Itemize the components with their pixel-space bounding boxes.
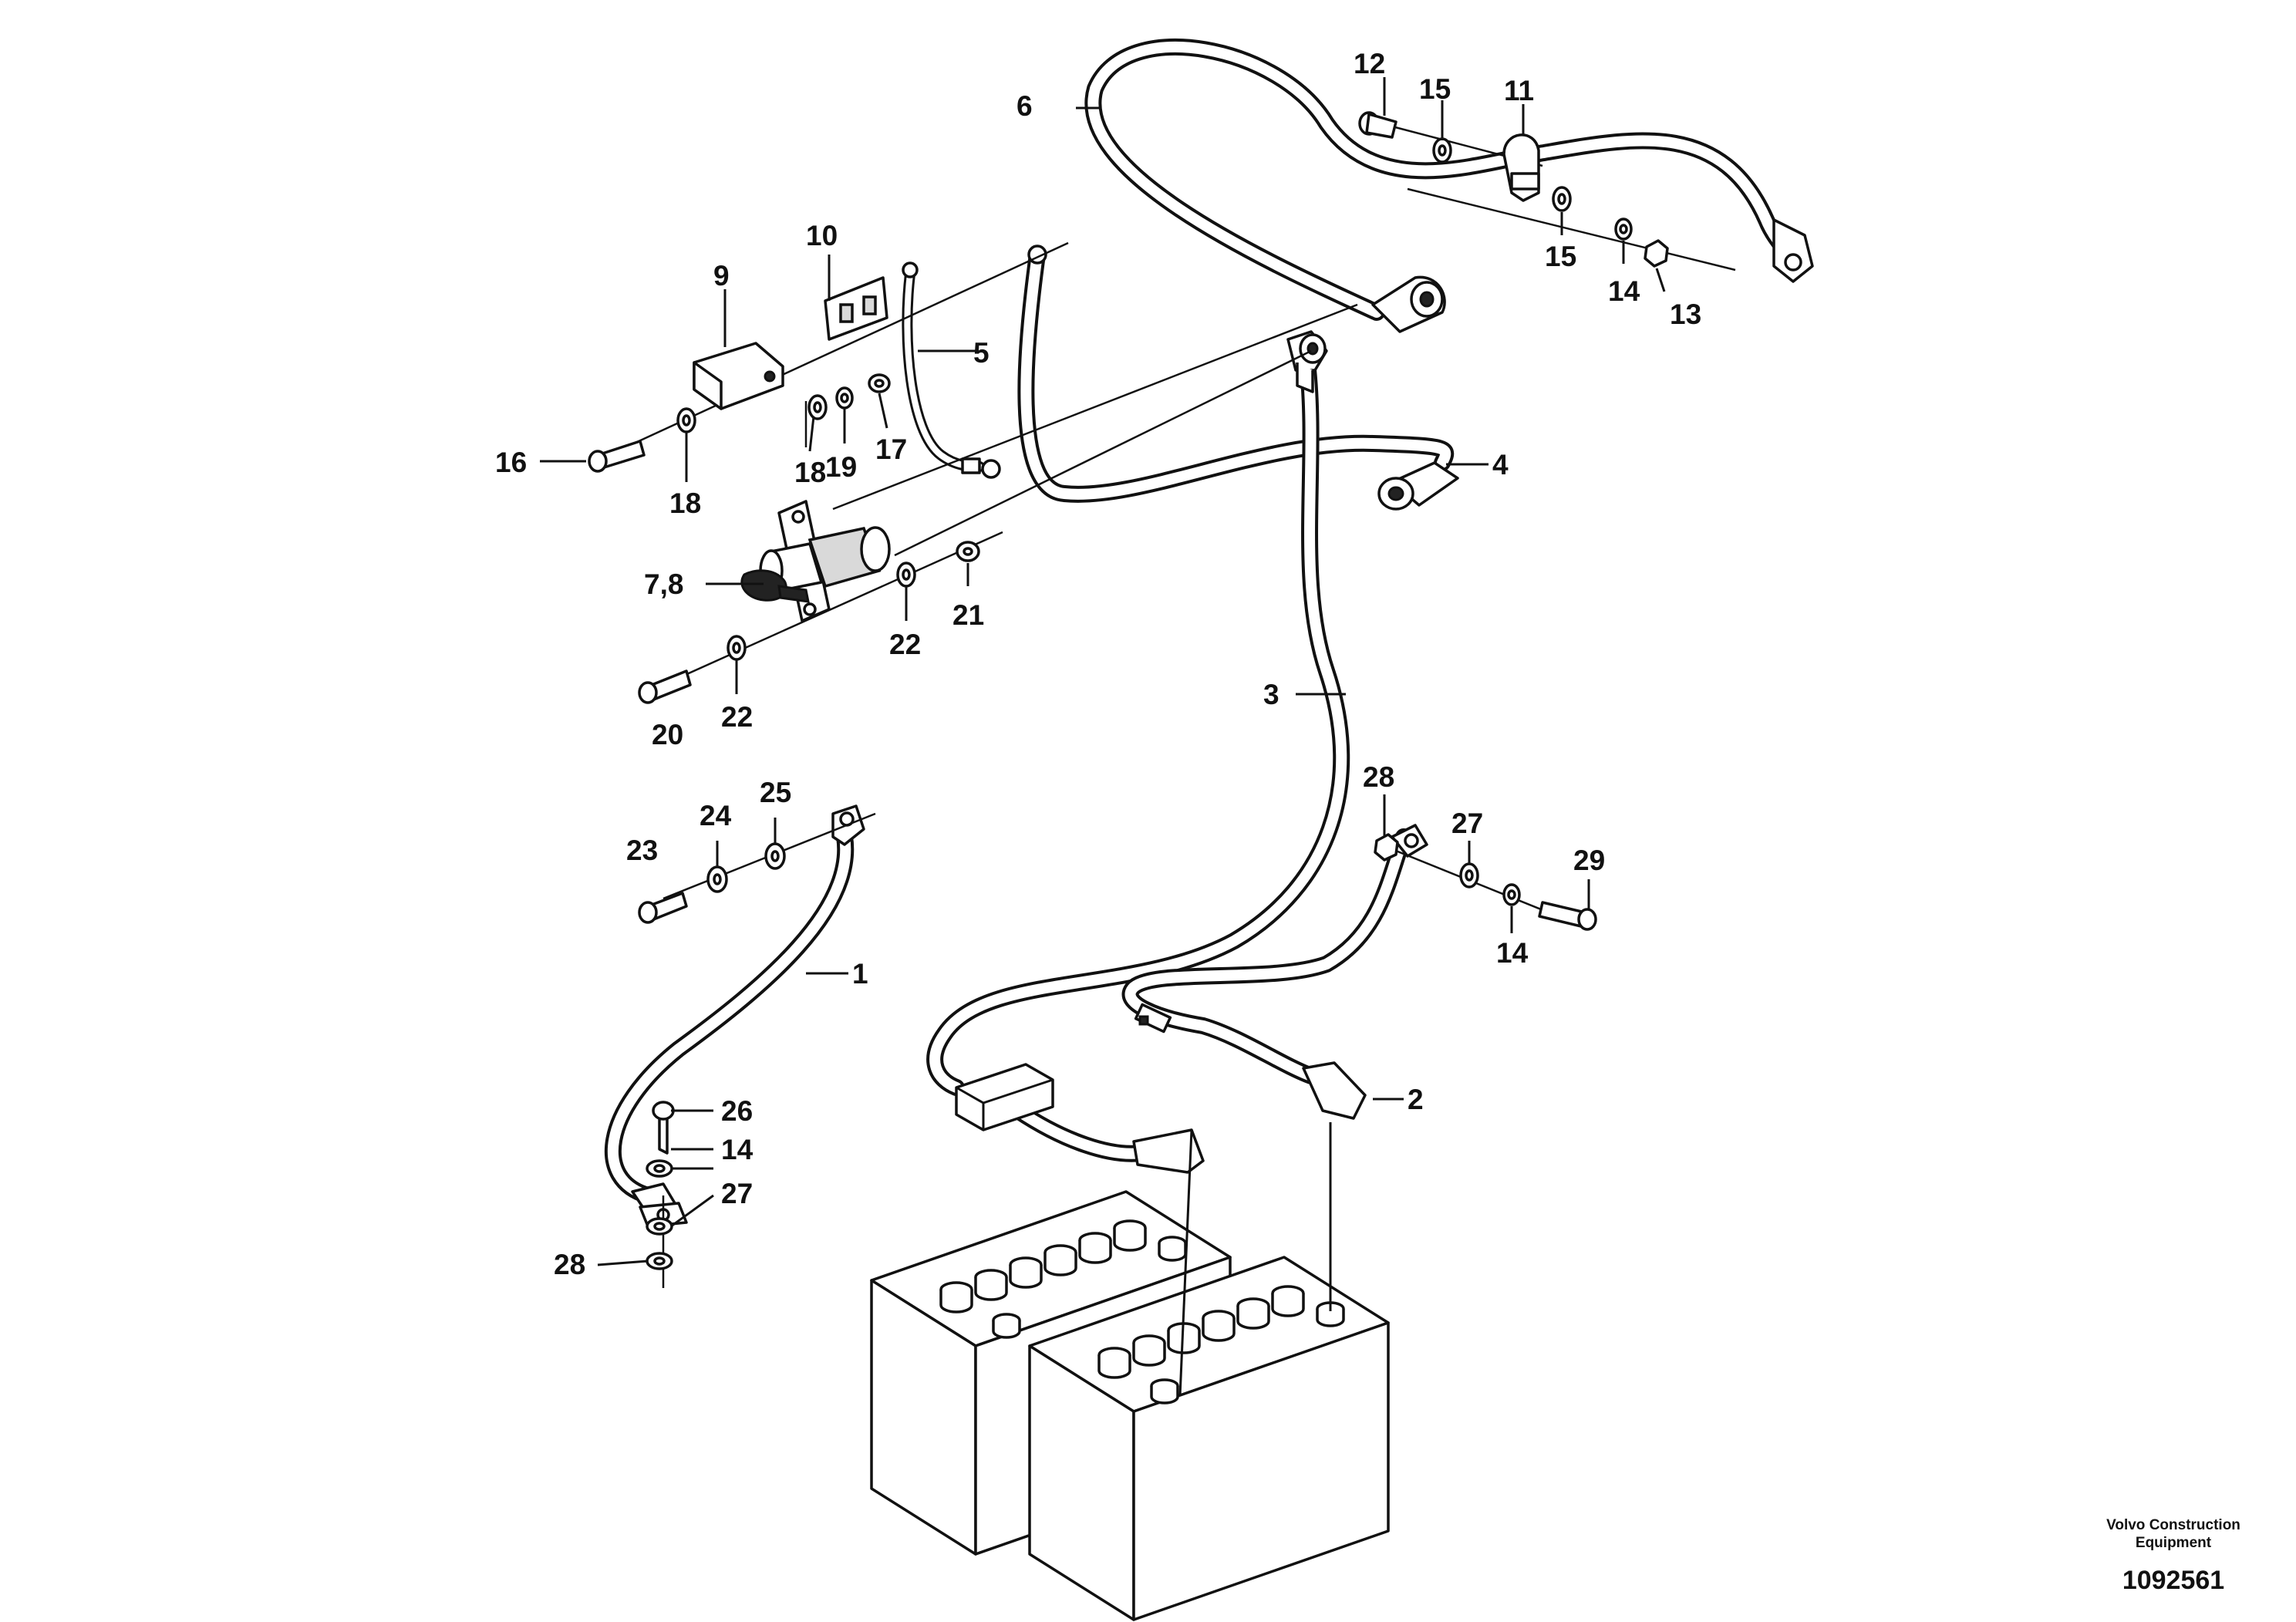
callout-14: 14 [1496,937,1529,969]
cable-2 [1121,824,1428,1120]
callout-13: 13 [1670,298,1701,330]
callout-2: 2 [1408,1084,1424,1115]
callout-28: 28 [554,1249,585,1280]
axis-lines [616,122,1736,1288]
cable-2-clamp [1134,1003,1172,1034]
battery-disconnect-switch [740,500,891,622]
callout-27: 27 [1451,808,1483,839]
battery-rear-terminals [992,1236,1187,1339]
callout-16: 16 [495,447,527,478]
callout-17: 17 [875,433,907,465]
battery-front-cell-caps [1097,1285,1305,1379]
callout-26: 26 [721,1095,753,1127]
battery-front-terminals [1150,1301,1345,1404]
drawing-footer: Volvo Construction Equipment 1092561 [2106,1517,2240,1595]
callout-18: 18 [669,487,701,519]
callout-29: 29 [1573,845,1605,876]
callout-14: 14 [721,1134,754,1165]
callout-21: 21 [952,599,984,631]
bracket-10 [824,276,888,341]
callout-labels: 6 12 15 11 15 14 13 10 9 5 16 18 18 19 1… [495,48,1701,1280]
washers-and-nuts [646,137,1669,1270]
brand-line-2: Equipment [2136,1535,2212,1551]
callout-11: 11 [1504,75,1534,106]
callout-20: 20 [652,719,683,750]
callout-27: 27 [721,1178,753,1209]
battery-rear-cell-caps [939,1219,1147,1313]
callout-25: 25 [760,777,791,808]
brand-line-1: Volvo Construction [2106,1517,2240,1533]
leader-lines [540,77,1666,1397]
callout-5: 5 [973,337,990,369]
cable-5 [902,261,1001,479]
callout-15: 15 [1419,73,1451,105]
cable-6 [1084,39,1814,333]
callout-19: 19 [825,451,857,483]
callout-6: 6 [1017,90,1033,122]
drawing-number: 1092561 [2122,1566,2224,1595]
bolts [588,440,1597,1155]
callout-3: 3 [1263,679,1279,710]
callout-14: 14 [1608,275,1640,307]
bolt-12 [1358,111,1397,139]
callout-15: 15 [1545,241,1576,272]
callout-23: 23 [626,835,658,866]
callout-22: 22 [721,701,753,733]
callout-7-8: 7,8 [644,568,683,600]
battery-front [1028,1256,1390,1621]
callout-4: 4 [1492,449,1509,481]
callout-1: 1 [852,958,868,990]
callout-12: 12 [1354,48,1385,79]
callout-18: 18 [794,457,826,488]
cable-clamp-11 [1502,133,1540,202]
cable-4 [1017,244,1459,511]
callout-28: 28 [1363,761,1394,793]
cable-3-fuse-box [955,1063,1054,1131]
cable-3 [926,330,1350,1174]
bracket-9 [693,342,784,410]
callout-10: 10 [806,220,838,251]
switch-key[interactable] [740,569,810,603]
callout-22: 22 [889,629,921,660]
callout-24: 24 [700,800,732,831]
callout-9: 9 [713,260,730,292]
